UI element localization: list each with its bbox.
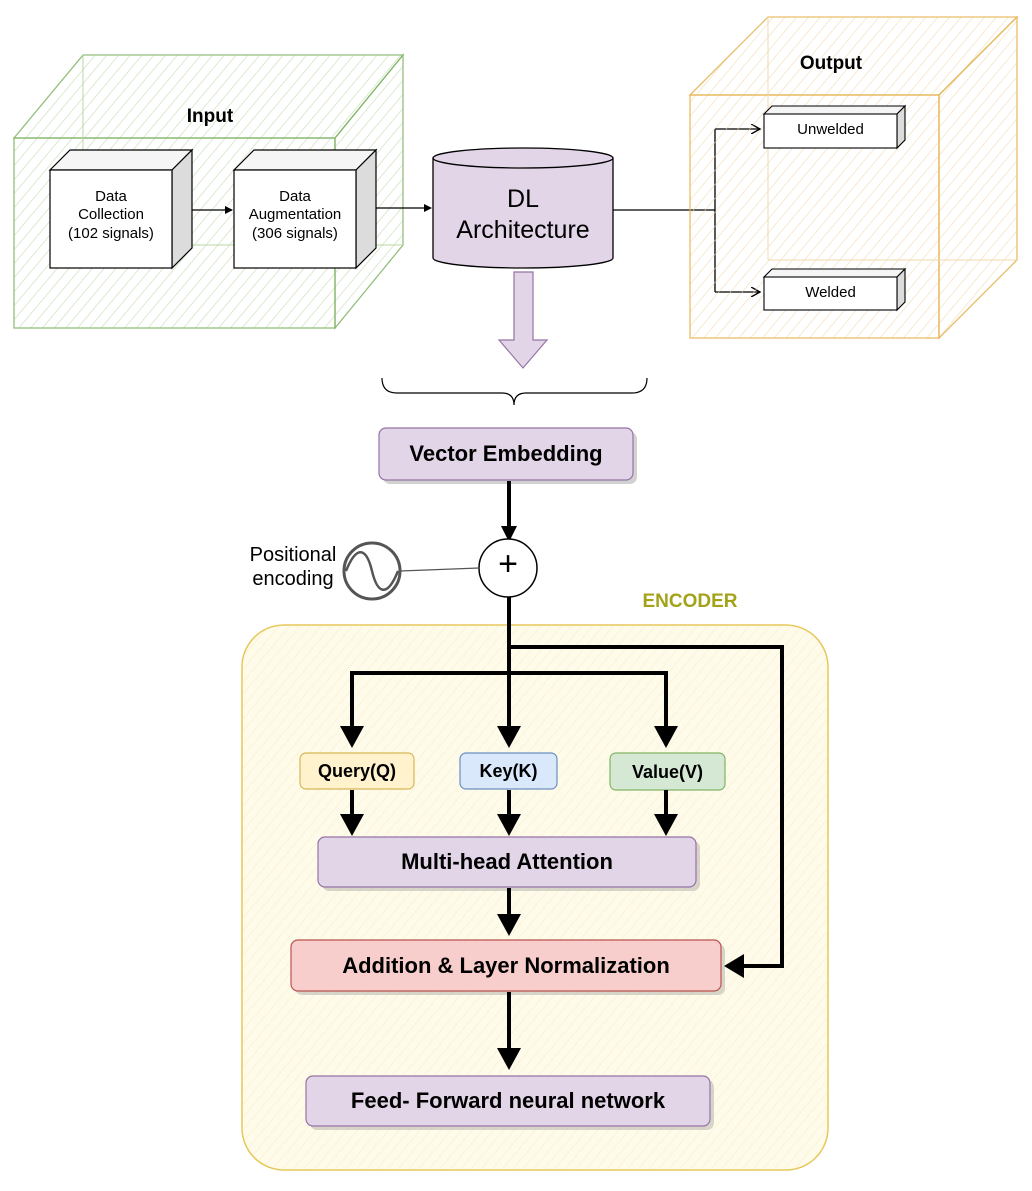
sine-wave-icon bbox=[342, 541, 480, 601]
addnorm-box bbox=[290, 939, 722, 992]
data-augmentation-line2: Augmentation bbox=[248, 206, 342, 224]
encoder-routing bbox=[350, 597, 784, 968]
dl-architecture-cylinder bbox=[432, 147, 614, 269]
feedforward-label: Feed- Forward neural network bbox=[350, 1088, 666, 1113]
data-augmentation-cube bbox=[232, 148, 378, 270]
data-augmentation-label: Data Augmentation (306 signals) bbox=[234, 188, 356, 243]
addnorm-label: Addition & Layer Normalization bbox=[342, 953, 670, 978]
key-label: Key(K) bbox=[479, 761, 538, 781]
dl-architecture-line1: DL bbox=[507, 185, 539, 213]
data-collection-line3: (102 signals) bbox=[68, 224, 154, 242]
welded-label: Welded bbox=[805, 284, 856, 301]
positional-encoding-line1: Positional bbox=[249, 544, 337, 566]
data-augmentation-line3: (306 signals) bbox=[252, 224, 338, 242]
input-title: Input bbox=[186, 106, 234, 127]
data-collection-cube bbox=[48, 148, 194, 270]
query-label: Query(Q) bbox=[317, 761, 396, 781]
feedforward-box bbox=[305, 1075, 711, 1127]
dl-architecture-line2: Architecture bbox=[456, 216, 590, 245]
unwelded-box bbox=[762, 104, 907, 150]
data-collection-line1: Data bbox=[95, 188, 127, 205]
query-box bbox=[299, 752, 415, 790]
value-label: Value(V) bbox=[631, 762, 704, 782]
positional-encoding-line2: encoding bbox=[252, 568, 334, 591]
data-collection-line2: Collection bbox=[78, 206, 144, 224]
encoder-title: ENCODER bbox=[642, 591, 738, 612]
attention-label: Multi-head Attention bbox=[401, 849, 613, 874]
attention-box bbox=[317, 836, 697, 888]
output-title: Output bbox=[799, 53, 863, 74]
vector-embedding-box bbox=[378, 427, 634, 481]
data-augmentation-line1: Data bbox=[279, 188, 311, 205]
data-collection-label: Data Collection (102 signals) bbox=[50, 188, 172, 243]
unwelded-label: Unwelded bbox=[797, 121, 864, 138]
welded-box bbox=[762, 267, 907, 312]
dl-architecture-label: DL Architecture bbox=[433, 184, 613, 247]
key-box bbox=[459, 752, 558, 790]
dl-down-arrow bbox=[497, 271, 549, 369]
vector-embedding-label: Vector Embedding bbox=[409, 441, 603, 466]
positional-encoding-label: Positional encoding bbox=[236, 543, 350, 592]
plus-symbol: + bbox=[498, 545, 518, 583]
curly-brace bbox=[381, 377, 648, 406]
